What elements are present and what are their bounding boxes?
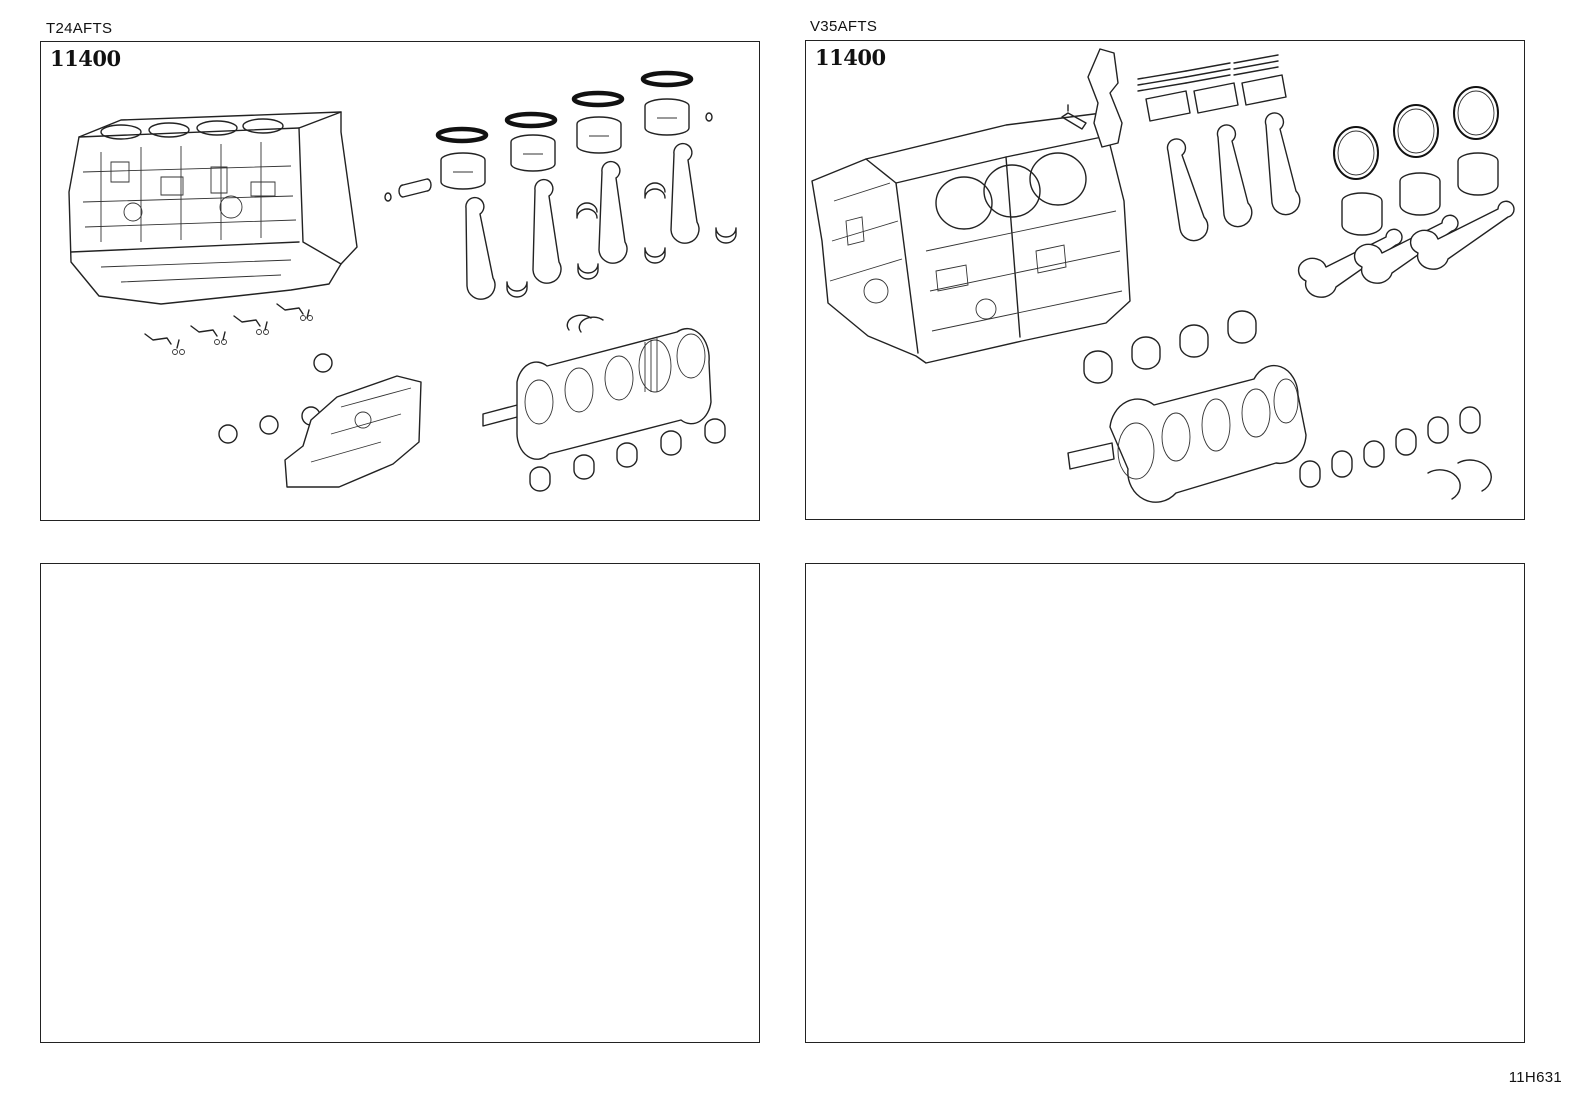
connecting-rod-icon[interactable] xyxy=(1166,112,1515,298)
engine-block-icon[interactable] xyxy=(811,112,1131,364)
diagram-panel-2[interactable]: 11400 xyxy=(805,40,1525,520)
thrust-washer-icon[interactable] xyxy=(1427,459,1492,500)
sheet-id-label: 11H631 xyxy=(1508,1069,1562,1086)
piston-icon[interactable] xyxy=(440,98,690,190)
piston-icon[interactable] xyxy=(1145,74,1499,236)
bearing-shell-icon[interactable] xyxy=(1083,310,1481,488)
connecting-rod-icon[interactable] xyxy=(465,142,700,300)
parts-illustration xyxy=(68,70,737,492)
crankshaft-icon[interactable] xyxy=(482,327,712,460)
thrust-washer-icon[interactable] xyxy=(566,314,604,333)
parts-illustration xyxy=(811,48,1515,503)
engine-block-icon[interactable] xyxy=(68,111,358,305)
oil-jet-icon[interactable] xyxy=(144,303,313,355)
piston-ring-set-icon[interactable] xyxy=(1137,54,1499,180)
bearing-shell-icon[interactable] xyxy=(506,182,737,492)
crankshaft-icon[interactable] xyxy=(1067,364,1307,503)
piston-pin-icon[interactable] xyxy=(398,178,432,198)
bracket-icon[interactable] xyxy=(1061,48,1123,148)
piston-ring-set-icon[interactable] xyxy=(435,70,694,144)
engine-code-label: V35AFTS xyxy=(810,18,878,35)
engine-code-label: T24AFTS xyxy=(46,20,113,37)
diagram-panel-3[interactable] xyxy=(40,563,760,1043)
diagram-panel-4[interactable] xyxy=(805,563,1525,1043)
oil-pump-icon[interactable] xyxy=(284,375,422,488)
part-number-label: 11400 xyxy=(50,46,121,71)
diagram-panel-1[interactable]: 11400 xyxy=(40,41,760,521)
part-number-label: 11400 xyxy=(815,45,886,70)
